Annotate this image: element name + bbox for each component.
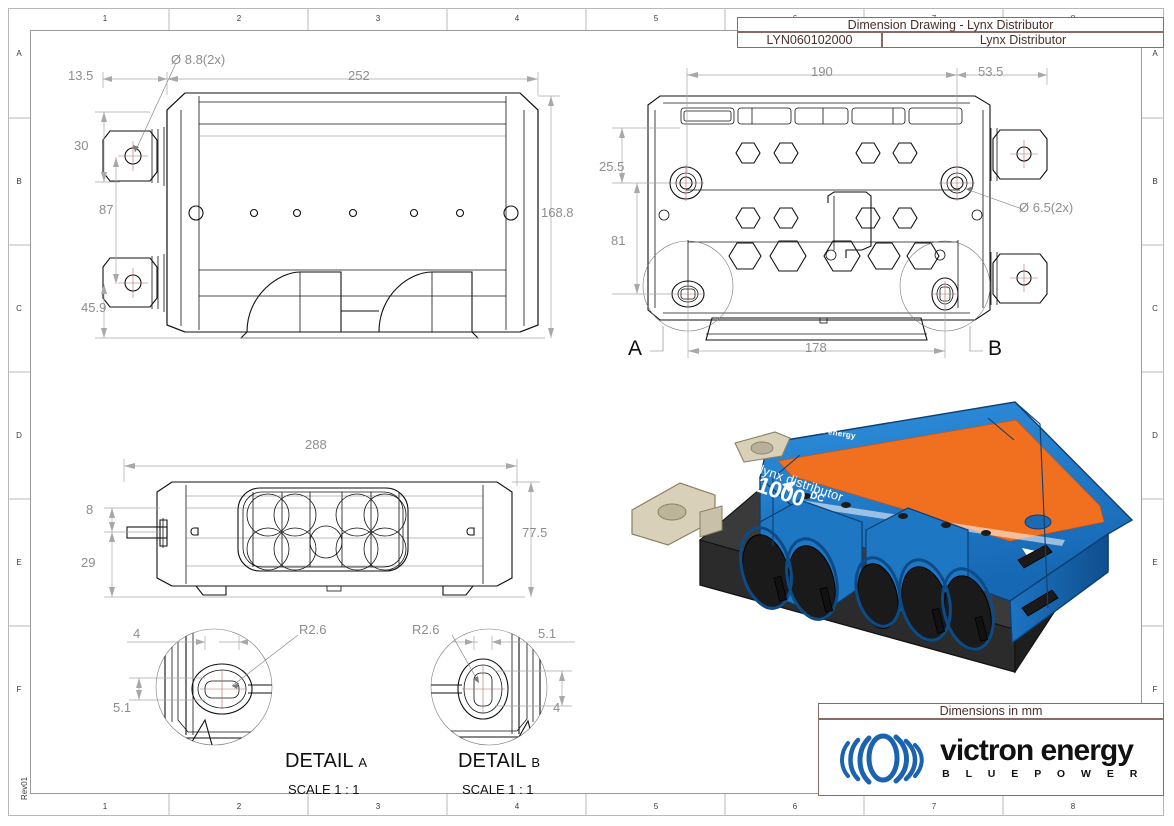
front-dim-bracket-hole-top: 30	[74, 138, 89, 153]
front-dim-hole-spacing: 87	[99, 202, 114, 217]
front-dim-width: 252	[348, 68, 370, 83]
detail-b-scale: SCALE 1 : 1	[462, 782, 534, 797]
top-dim-bracket-extent: 53.5	[978, 64, 1004, 79]
detail-a-dim-slot-width: 4	[133, 626, 141, 641]
zone-label-left-d: D	[16, 431, 22, 440]
side-dim-length: 288	[305, 437, 327, 452]
front-dim-height: 168.8	[541, 205, 574, 220]
zone-label-bottom-4: 4	[514, 802, 520, 811]
side-dim-stud-top: 8	[86, 502, 94, 517]
side-dim-height: 77.5	[522, 525, 548, 540]
zone-label-left-e: E	[16, 558, 22, 567]
front-dim-bracket-offset: 13.5	[68, 68, 94, 83]
zone-label-right-a: A	[1152, 49, 1158, 58]
victron-swoosh-icon	[840, 733, 924, 784]
detail-b-title: DETAIL B	[458, 750, 540, 773]
detail-callout-a: A	[628, 337, 643, 360]
zone-label-left-c: C	[16, 304, 22, 313]
zone-label-bottom-8: 8	[1070, 802, 1076, 811]
zone-label-right-c: C	[1152, 304, 1158, 313]
detail-b-title-letter: B	[531, 755, 541, 770]
zone-label-left-f: F	[16, 685, 22, 694]
sheet-border-inner	[30, 30, 1142, 794]
front-dim-bracket-hole-bottom: 45.9	[81, 300, 107, 315]
top-dim-width-base: 178	[805, 340, 827, 355]
zone-label-bottom-7: 7	[931, 802, 937, 811]
zone-label-bottom-6: 6	[792, 802, 798, 811]
top-hole-dia-note: Ø 6.5(2x)	[1019, 200, 1074, 215]
detail-a-title-letter: A	[358, 755, 368, 770]
zone-label-left-b: B	[16, 177, 22, 186]
zone-label-right-d: D	[1152, 431, 1158, 440]
top-dim-hole-top-offset: 25.5	[599, 159, 625, 174]
title-block-part-name: Lynx Distributor	[882, 32, 1164, 48]
units-note: Dimensions in mm	[818, 703, 1164, 719]
title-block-drawing-title: Dimension Drawing - Lynx Distributor	[737, 17, 1164, 32]
zone-label-top-1: 1	[102, 14, 108, 23]
brand-logo-block: victron energy B L U E P O W E R	[818, 719, 1164, 796]
brand-name: victron energy	[940, 733, 1134, 767]
zone-label-top-3: 3	[375, 14, 381, 23]
zone-label-right-f: F	[1152, 685, 1158, 694]
detail-b-dim-radius: R2.6	[412, 622, 440, 637]
detail-b-title-text: DETAIL	[458, 750, 526, 772]
detail-a-dim-radius: R2.6	[299, 622, 327, 637]
detail-a-title-text: DETAIL	[285, 750, 353, 772]
top-dim-hole-spacing: 81	[611, 233, 626, 248]
zone-label-right-b: B	[1152, 177, 1158, 186]
zone-label-top-2: 2	[236, 14, 242, 23]
zone-label-bottom-1: 1	[102, 802, 108, 811]
zone-label-bottom-5: 5	[653, 802, 659, 811]
zone-label-bottom-3: 3	[375, 802, 381, 811]
zone-label-bottom-2: 2	[236, 802, 242, 811]
brand-tagline: B L U E P O W E R	[942, 767, 1144, 780]
detail-a-scale: SCALE 1 : 1	[288, 782, 360, 797]
detail-b-dim-slot-height: 4	[553, 700, 561, 715]
detail-b-dim-slot-width: 5.1	[538, 626, 557, 641]
detail-a-title: DETAIL A	[285, 750, 367, 773]
detail-callout-b: B	[988, 337, 1003, 360]
top-dim-width-inner: 190	[811, 64, 833, 79]
title-block-part-number: LYN060102000	[737, 32, 882, 48]
zone-label-top-4: 4	[514, 14, 520, 23]
side-dim-stud-bottom: 29	[81, 555, 96, 570]
zone-label-left-a: A	[16, 49, 22, 58]
detail-a-dim-slot-height: 5.1	[113, 700, 132, 715]
zone-label-top-5: 5	[653, 14, 659, 23]
front-hole-dia-note: Ø 8.8(2x)	[171, 52, 226, 67]
zone-label-right-e: E	[1152, 558, 1158, 567]
